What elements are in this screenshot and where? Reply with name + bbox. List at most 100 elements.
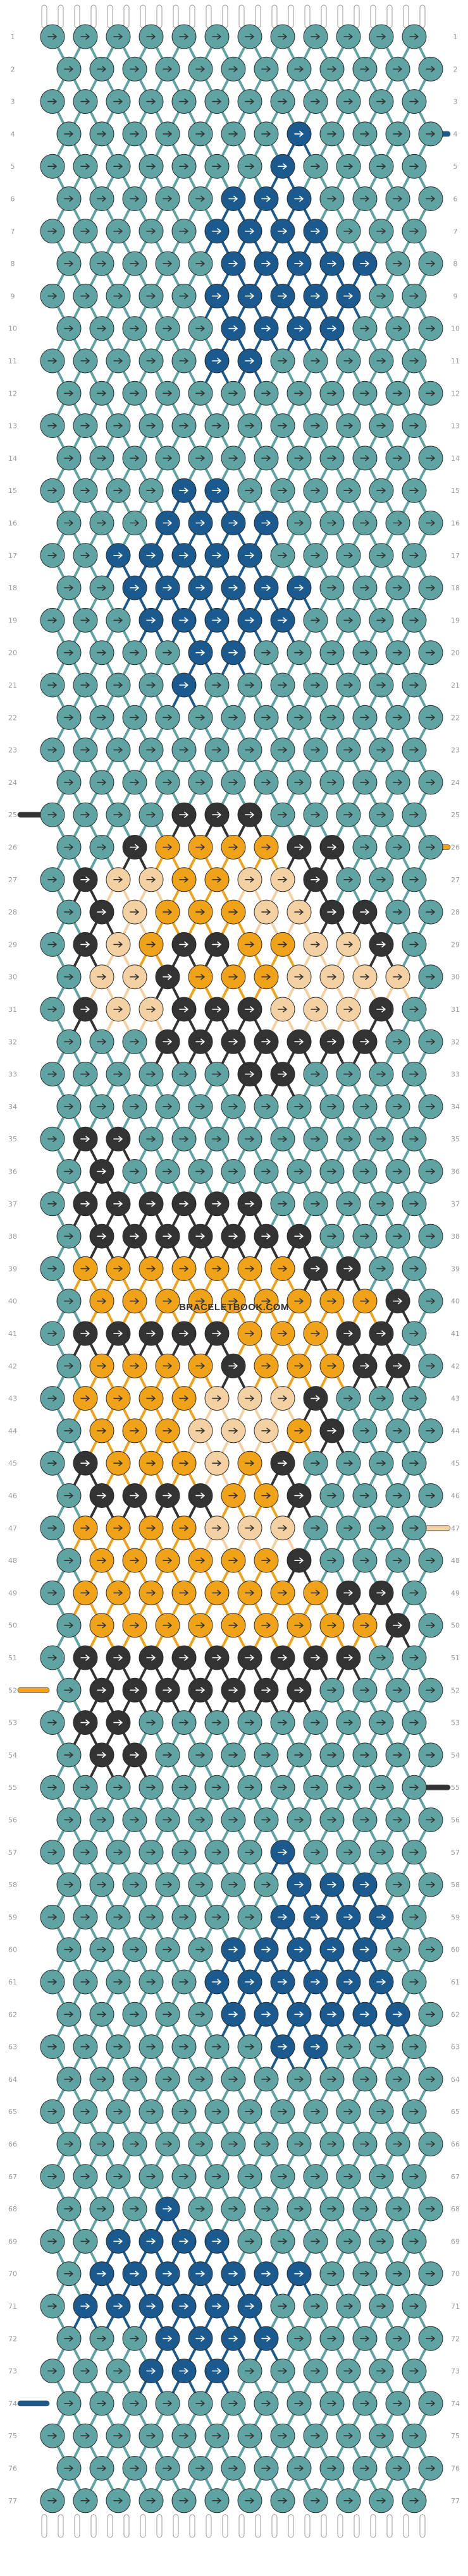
arrow-icon — [294, 1168, 304, 1175]
arrow-icon — [261, 1363, 271, 1370]
arrow-icon — [294, 2141, 304, 2148]
arrow-icon — [245, 1979, 254, 1985]
arrow-icon — [80, 1914, 90, 1921]
arrow-icon — [97, 1492, 106, 1499]
row-number-left: 27 — [8, 876, 17, 884]
knot — [336, 1645, 361, 1670]
knot — [221, 2456, 246, 2481]
knot — [89, 2002, 114, 2027]
knot — [188, 770, 213, 795]
row-number-right: 13 — [451, 422, 460, 430]
knot — [352, 575, 378, 600]
arrow-icon — [278, 1914, 287, 1921]
knot — [254, 121, 279, 147]
knot — [385, 56, 410, 82]
arrow-icon — [245, 2303, 254, 2309]
knot — [40, 1710, 65, 1735]
knot — [122, 1937, 147, 1962]
row-number-left: 3 — [11, 98, 15, 106]
arrow-icon — [97, 1428, 106, 1434]
knot — [204, 2034, 230, 2060]
arrow-icon — [261, 1492, 271, 1499]
knot — [73, 2488, 98, 2513]
arrow-icon — [360, 2076, 369, 2082]
arrow-icon — [426, 2270, 435, 2277]
knot — [418, 380, 443, 406]
arrow-icon — [113, 1914, 123, 1921]
knot — [418, 121, 443, 147]
row-number-left: 64 — [8, 2075, 17, 2084]
arrow-icon — [426, 1428, 435, 1434]
knot — [237, 283, 262, 308]
knot — [171, 1969, 197, 1995]
knot — [352, 1872, 378, 1897]
knot — [106, 2099, 131, 2124]
knot — [188, 316, 213, 341]
knot — [336, 89, 361, 114]
arrow-icon — [195, 1038, 205, 1045]
knot — [286, 1677, 312, 1703]
knot — [319, 121, 345, 147]
knot — [402, 1450, 427, 1476]
arrow-icon — [179, 2303, 188, 2309]
arrow-icon — [393, 66, 402, 73]
knot — [237, 1516, 262, 1541]
knot — [188, 1807, 213, 1832]
thread-bottom-24 — [419, 2514, 426, 2538]
arrow-icon — [179, 293, 188, 300]
arrow-icon — [426, 714, 435, 721]
knot — [254, 1094, 279, 1119]
knot — [204, 1710, 230, 1735]
arrow-icon — [163, 909, 172, 915]
arrow-icon — [179, 682, 188, 688]
arrow-icon — [179, 1784, 188, 1790]
arrow-icon — [228, 2400, 238, 2407]
knot — [303, 89, 328, 114]
knot — [73, 543, 98, 568]
arrow-icon — [343, 2433, 353, 2439]
knot — [89, 56, 114, 82]
arrow-icon — [294, 195, 304, 202]
arrow-icon — [47, 2043, 57, 2050]
knot — [336, 2228, 361, 2254]
arrow-icon — [294, 66, 304, 73]
knot — [369, 1580, 394, 1605]
knot — [40, 607, 65, 633]
knot — [40, 89, 65, 114]
knot — [221, 1483, 246, 1508]
arrow-icon — [212, 228, 221, 234]
knot — [319, 1353, 345, 1378]
row-number-right: 22 — [451, 714, 460, 722]
arrow-icon — [360, 2400, 369, 2407]
knot — [402, 997, 427, 1022]
knot — [89, 2132, 114, 2156]
arrow-icon — [179, 1201, 188, 1207]
arrow-icon — [409, 1395, 419, 1402]
knot — [369, 1321, 394, 1346]
arrow-icon — [163, 844, 172, 851]
knot — [139, 867, 164, 892]
knot — [286, 2261, 312, 2287]
arrow-icon — [146, 98, 156, 105]
knot — [221, 1548, 246, 1573]
arrow-icon — [261, 455, 271, 461]
knot — [188, 1483, 213, 1508]
knot — [155, 1418, 180, 1443]
arrow-icon — [64, 844, 73, 851]
knot — [385, 2456, 410, 2481]
arrow-icon — [212, 163, 221, 169]
arrow-icon — [163, 2465, 172, 2472]
knot — [73, 1840, 98, 1865]
arrow-icon — [278, 1395, 287, 1402]
thread-top-24 — [419, 4, 426, 28]
arrow-icon — [146, 163, 156, 169]
row-number-right: 77 — [451, 2497, 460, 2505]
arrow-icon — [393, 1038, 402, 1045]
arrow-icon — [212, 811, 221, 818]
knot — [56, 1807, 82, 1832]
arrow-icon — [228, 1038, 238, 1045]
arrow-icon — [228, 2206, 238, 2212]
arrow-icon — [179, 33, 188, 40]
arrow-icon — [47, 746, 57, 753]
arrow-icon — [195, 2465, 205, 2472]
